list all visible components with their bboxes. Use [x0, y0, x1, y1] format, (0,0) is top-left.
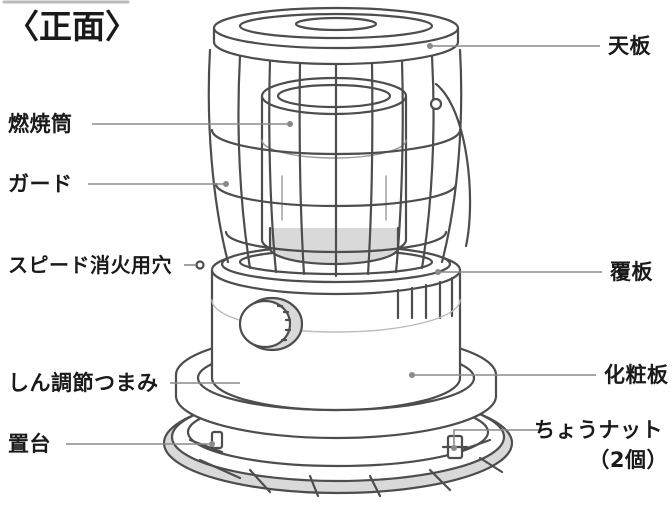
label-wing-nut: ちょうナット [534, 418, 663, 442]
label-okidai: 置台 [8, 432, 51, 456]
page-title: 〈正面〉 [6, 7, 138, 46]
label-wick-knob: しん調節つまみ [8, 371, 159, 395]
label-speed-extinguish-hole: スピード消火用穴 [8, 253, 172, 277]
combustion-cylinder [260, 76, 408, 266]
wick-knob [238, 296, 304, 352]
label-nenshoutou: 燃焼筒 [8, 112, 73, 136]
top-plate [212, 6, 460, 66]
guard-cage [207, 48, 472, 278]
leader-chou-nut [453, 429, 546, 448]
label-tenban: 天板 [608, 34, 651, 58]
label-guard: ガード [8, 172, 73, 196]
label-keshouban: 化粧板 [604, 363, 669, 387]
label-fukuban: 覆板 [610, 260, 653, 284]
leader-lines [66, 43, 602, 451]
speed-extinguish-hole [195, 260, 205, 270]
label-wing-nut-count: （2個） [588, 448, 668, 472]
